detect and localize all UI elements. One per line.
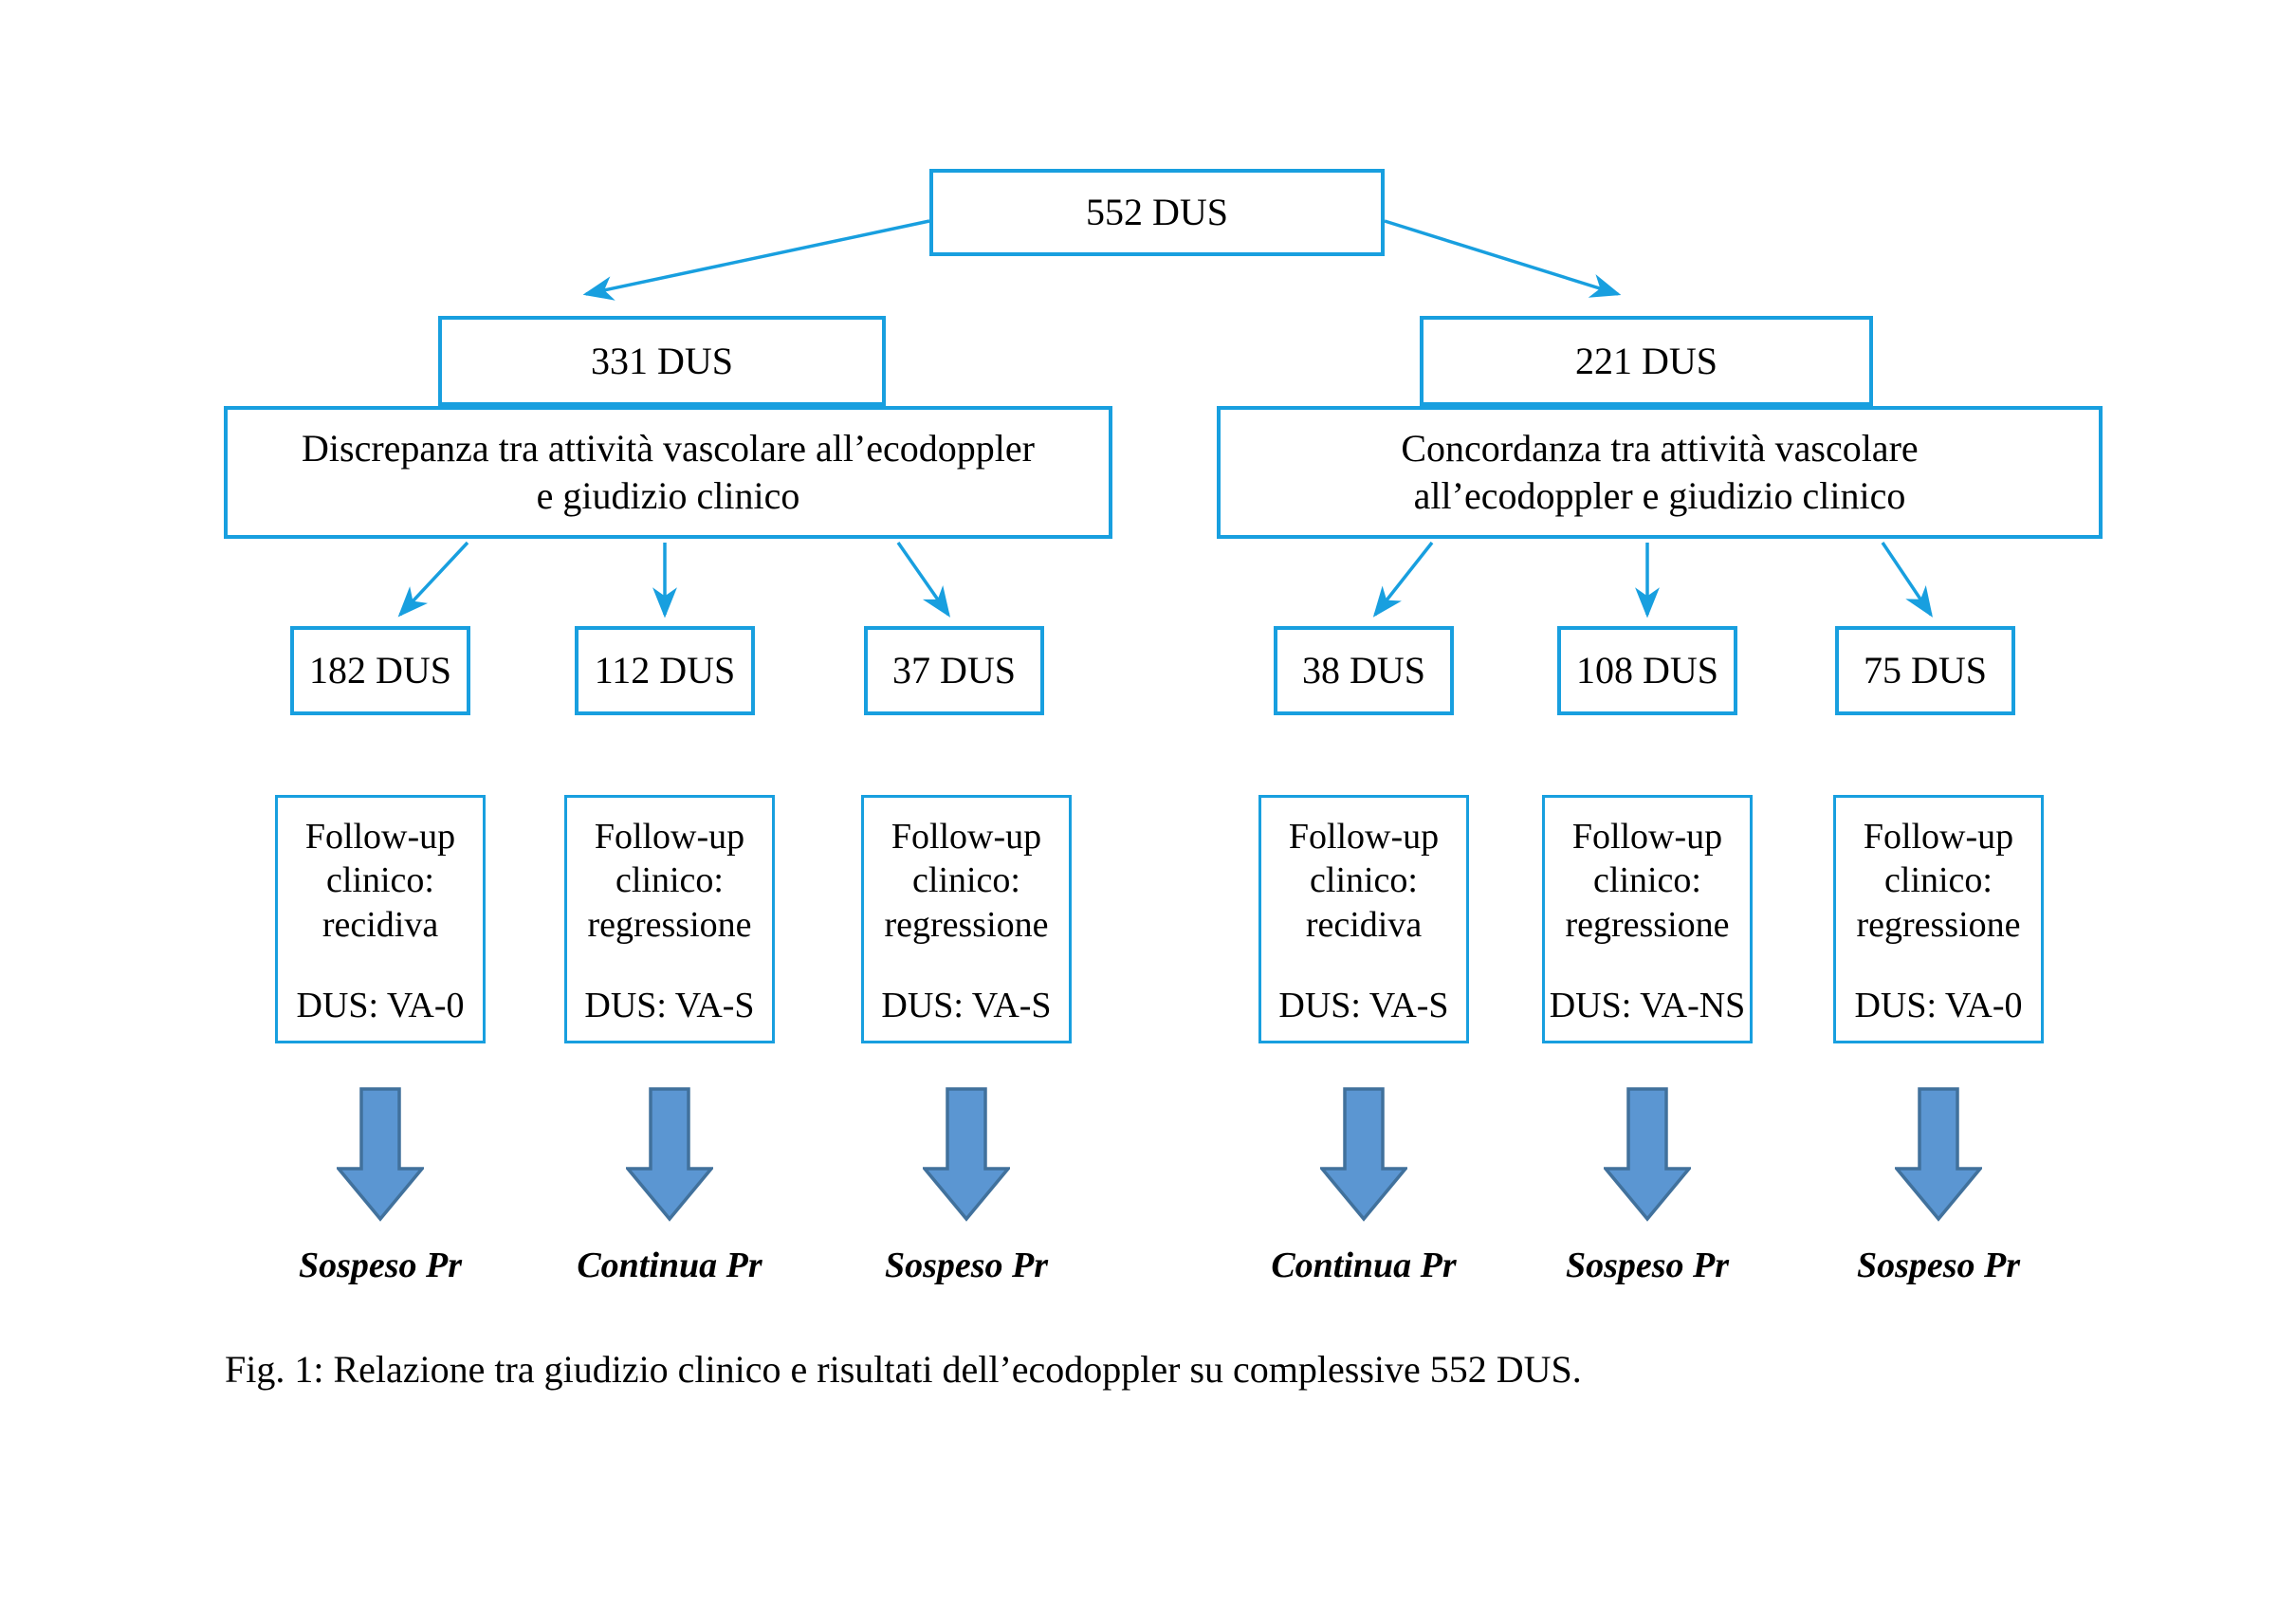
followup-6-line1: Follow-up <box>1863 817 2014 857</box>
followup-6-line2: clinico: <box>1884 860 1993 901</box>
followup-1-dus-result: DUS: VA-0 <box>296 985 465 1025</box>
node-112-dus-label: 112 DUS <box>594 649 736 692</box>
node-75-dus: 75 DUS <box>1835 626 2015 715</box>
followup-box-1: Follow-up clinico: recidiva DUS: VA-0 <box>275 795 486 1043</box>
outcome-label-1: Sospeso Pr <box>298 1246 463 1285</box>
down-block-arrow-5 <box>1604 1087 1691 1222</box>
followup-3-line3: regressione <box>884 904 1049 945</box>
node-331-dus: 331 DUS <box>438 316 886 406</box>
followup-6-dus-result: DUS: VA-0 <box>1854 985 2023 1025</box>
outcome-label-5: Sospeso Pr <box>1565 1246 1730 1285</box>
node-108-dus-label: 108 DUS <box>1575 649 1719 692</box>
followup-3-line1: Follow-up <box>891 817 1042 857</box>
arrow-discrepanza-to-182 <box>397 541 469 618</box>
outcome-label-4: Continua Pr <box>1271 1246 1457 1285</box>
node-concordanza-line1: Concordanza tra attività vascolare <box>1401 427 1919 470</box>
followup-1-line3: recidiva <box>321 904 439 945</box>
followup-2-dus-result: DUS: VA-S <box>584 985 755 1025</box>
outcome-label-2: Continua Pr <box>577 1246 762 1285</box>
outcome-label-6: Sospeso Pr <box>1856 1246 2021 1285</box>
node-182-dus: 182 DUS <box>290 626 470 715</box>
node-552-dus-label: 552 DUS <box>1085 191 1229 233</box>
node-38-dus: 38 DUS <box>1274 626 1454 715</box>
node-concordanza: Concordanza tra attività vascolare all’e… <box>1217 406 2103 539</box>
followup-6-line3: regressione <box>1856 904 2021 945</box>
node-concordanza-line2: all’ecodoppler e giudizio clinico <box>1413 474 1906 517</box>
followup-box-5: Follow-up clinico: regressione DUS: VA-N… <box>1542 795 1753 1043</box>
node-221-dus: 221 DUS <box>1420 316 1873 406</box>
followup-4-line1: Follow-up <box>1288 817 1440 857</box>
down-block-arrow-1 <box>337 1087 424 1222</box>
followup-1-line2: clinico: <box>326 860 434 901</box>
followup-5-line1: Follow-up <box>1571 817 1723 857</box>
node-108-dus: 108 DUS <box>1557 626 1737 715</box>
followup-4-line3: recidiva <box>1305 904 1423 945</box>
followup-3-dus-result: DUS: VA-S <box>881 985 1052 1025</box>
down-block-arrow-3 <box>923 1087 1010 1222</box>
followup-box-4: Follow-up clinico: recidiva DUS: VA-S <box>1258 795 1469 1043</box>
node-discrepanza-line2: e giudizio clinico <box>536 474 800 517</box>
node-discrepanza-line1: Discrepanza tra attività vascolare all’e… <box>302 427 1035 470</box>
followup-1-line1: Follow-up <box>304 817 456 857</box>
node-37-dus: 37 DUS <box>864 626 1044 715</box>
followup-box-3: Follow-up clinico: regressione DUS: VA-S <box>861 795 1072 1043</box>
followup-box-6: Follow-up clinico: regressione DUS: VA-0 <box>1833 795 2044 1043</box>
arrow-concordanza-to-38 <box>1372 541 1434 618</box>
down-block-arrow-6 <box>1895 1087 1982 1222</box>
followup-2-line2: clinico: <box>615 860 724 901</box>
arrow-concordanza-to-75 <box>1881 542 1933 618</box>
node-552-dus: 552 DUS <box>929 169 1385 256</box>
down-block-arrow-4 <box>1320 1087 1407 1222</box>
outcome-label-3: Sospeso Pr <box>884 1246 1049 1285</box>
node-discrepanza: Discrepanza tra attività vascolare all’e… <box>224 406 1112 539</box>
node-331-dus-label: 331 DUS <box>590 339 734 382</box>
followup-5-dus-result: DUS: VA-NS <box>1549 985 1746 1025</box>
node-38-dus-label: 38 DUS <box>1301 649 1426 692</box>
down-block-arrow-2 <box>626 1087 713 1222</box>
arrow-root-to-221 <box>1384 219 1622 298</box>
followup-5-line2: clinico: <box>1593 860 1701 901</box>
node-182-dus-label: 182 DUS <box>308 649 452 692</box>
followup-box-2: Follow-up clinico: regressione DUS: VA-S <box>564 795 775 1043</box>
arrow-root-to-331 <box>582 219 930 301</box>
node-221-dus-label: 221 DUS <box>1574 339 1718 382</box>
followup-2-line3: regressione <box>587 904 752 945</box>
followup-4-dus-result: DUS: VA-S <box>1278 985 1449 1025</box>
followup-4-line2: clinico: <box>1310 860 1418 901</box>
node-112-dus: 112 DUS <box>575 626 755 715</box>
node-37-dus-label: 37 DUS <box>891 649 1017 692</box>
followup-5-line3: regressione <box>1565 904 1730 945</box>
arrow-discrepanza-to-37 <box>896 541 951 618</box>
followup-3-line2: clinico: <box>912 860 1020 901</box>
figure-caption: Fig. 1: Relazione tra giudizio clinico e… <box>225 1348 1582 1391</box>
followup-2-line1: Follow-up <box>594 817 745 857</box>
node-75-dus-label: 75 DUS <box>1863 649 1988 692</box>
